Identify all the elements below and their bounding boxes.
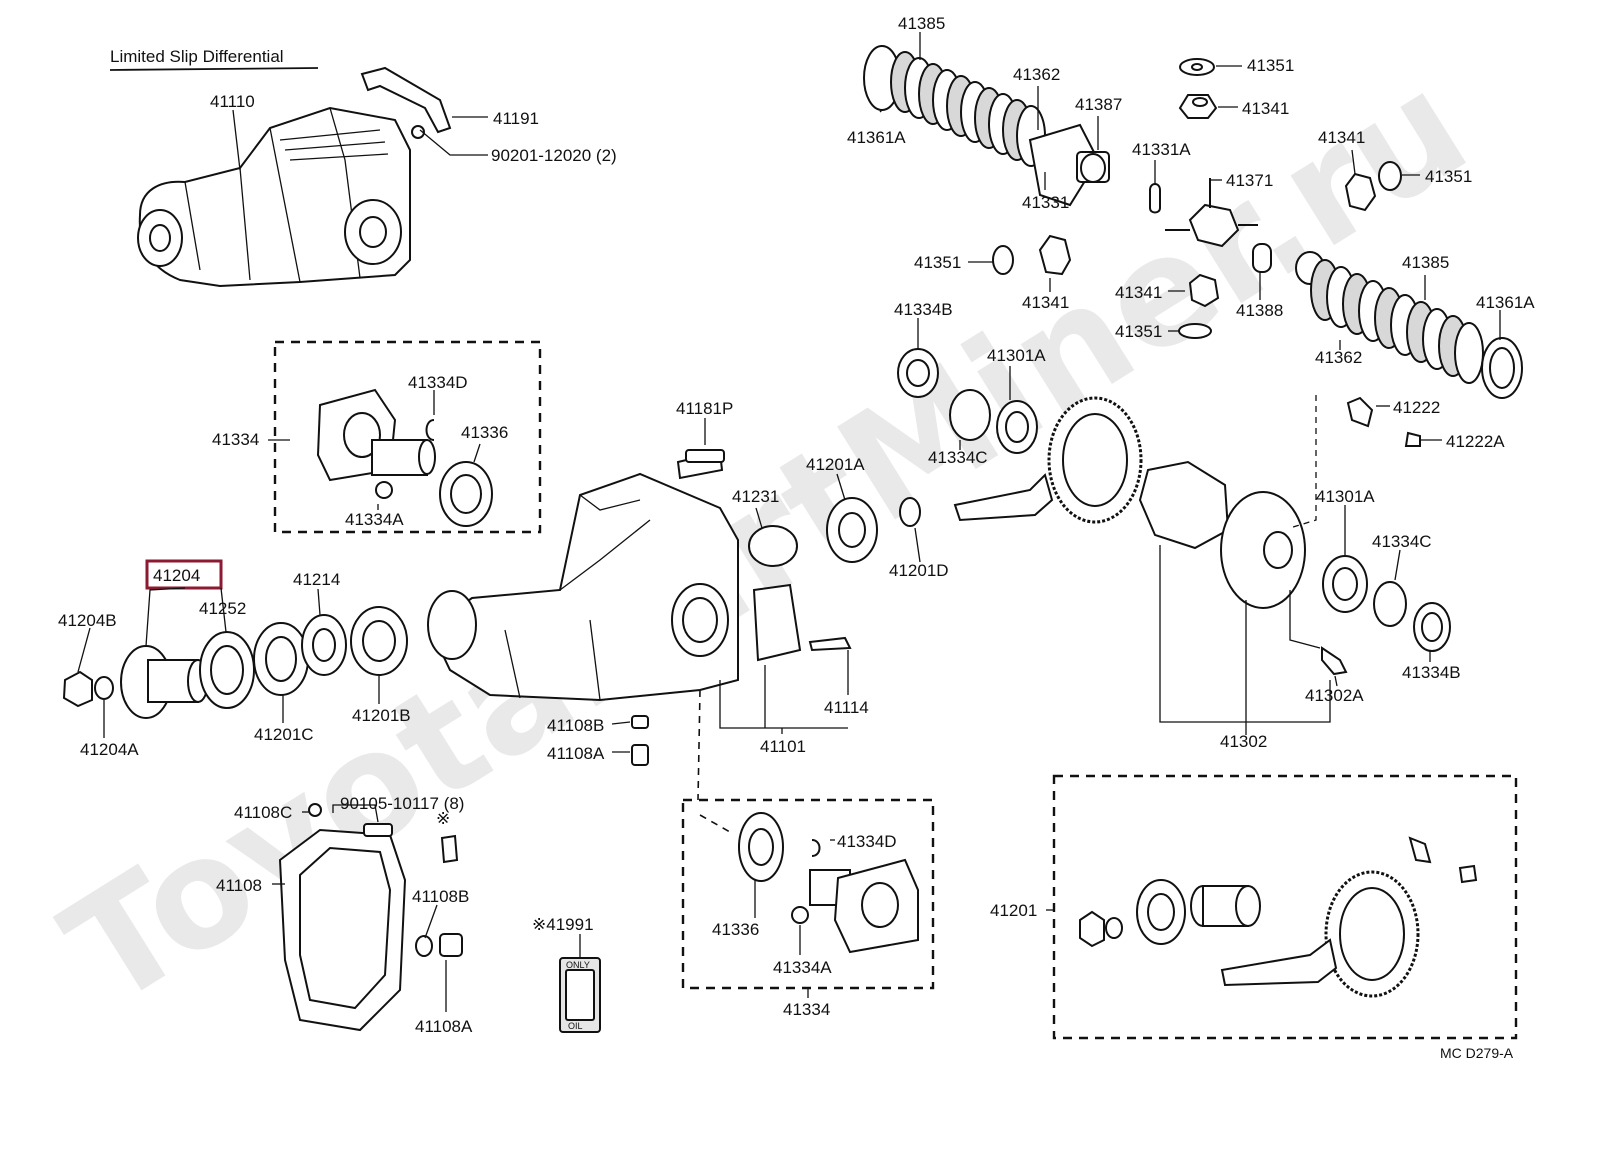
part-label-41336b: 41336: [712, 920, 759, 939]
oil-label-top: ONLY: [566, 960, 590, 970]
gear-set-41201-drawing: [1079, 836, 1478, 998]
part-label-41351a: 41351: [1247, 56, 1294, 75]
part-label-90105: 90105-10117 (8): [340, 794, 464, 813]
part-label-41222A: 41222A: [1446, 432, 1505, 451]
part-label-41252: 41252: [199, 599, 246, 618]
box-41334-upper: [273, 340, 542, 534]
box-41201: [1052, 774, 1518, 1040]
part-label-41371: 41371: [1226, 171, 1273, 190]
part-label-90201: 90201-12020 (2): [491, 146, 617, 165]
part-label-41334Bb: 41334B: [1402, 663, 1461, 682]
clutch-pack-upper-drawing: [863, 45, 1110, 207]
part-label-41334Da: 41334D: [408, 373, 468, 392]
part-labels: 41110 41191 90201-12020 (2) 41385 41362 41387…: [58, 14, 1535, 1036]
part-label-41331: 41331: [1022, 193, 1069, 212]
part-label-41388: 41388: [1236, 301, 1283, 320]
diagram-title: Limited Slip Differential: [110, 47, 284, 66]
part-label-41201A: 41201A: [806, 455, 865, 474]
part-label-41204: 41204: [153, 566, 200, 585]
part-label-41341c: 41341: [1022, 293, 1069, 312]
part-label-41334Cb: 41334C: [1372, 532, 1432, 551]
part-label-41362a: 41362: [1013, 65, 1060, 84]
part-label-41341b: 41341: [1318, 128, 1365, 147]
part-label-41222: 41222: [1393, 398, 1440, 417]
part-label-41336a: 41336: [461, 423, 508, 442]
clutch-disc: [1454, 322, 1484, 384]
part-label-41201D: 41201D: [889, 561, 949, 580]
part-label-41108Bb: 41108B: [412, 887, 469, 906]
part-label-41108: 41108: [216, 876, 262, 895]
oil-label-41991: ONLY OIL: [559, 957, 601, 1033]
side-retainer-upper-drawing: [316, 388, 493, 527]
part-label-41341d: 41341: [1115, 283, 1162, 302]
part-label-41334b: 41334: [783, 1000, 830, 1019]
part-label-41334Ba: 41334B: [894, 300, 953, 319]
part-label-41334Db: 41334D: [837, 832, 897, 851]
differential-assembly-drawing: [137, 106, 411, 288]
ring-gear-drawing: [897, 348, 1451, 676]
part-label-41201C: 41201C: [254, 725, 314, 744]
title-underline: [109, 67, 319, 71]
part-label-41301Ab: 41301A: [1316, 487, 1375, 506]
part-label-41108C: 41108C: [234, 803, 292, 822]
part-label-41334a: 41334: [212, 430, 259, 449]
part-label-41108Aa: 41108A: [547, 744, 605, 763]
carrier-housing-drawing: [427, 450, 921, 702]
part-label-41331A: 41331A: [1132, 140, 1191, 159]
footer-code: MC D279-A: [1440, 1045, 1514, 1061]
part-label-41108Ab: 41108A: [415, 1017, 473, 1036]
part-label-41108Ba: 41108B: [547, 716, 604, 735]
companion-flange-drawing: [62, 449, 725, 719]
part-label-41114: 41114: [824, 698, 869, 717]
part-label-41110: 41110: [210, 92, 255, 111]
part-label-41361Aa: 41361A: [847, 128, 906, 147]
clutch-pack-lower-drawing: [1295, 251, 1523, 399]
part-label-41302A: 41302A: [1305, 686, 1364, 705]
part-label-41362b: 41362: [1315, 348, 1362, 367]
part-label-41302: 41302: [1220, 732, 1267, 751]
part-label-41341a: 41341: [1242, 99, 1289, 118]
part-label-41204B: 41204B: [58, 611, 117, 630]
part-label-41204A: 41204A: [80, 740, 139, 759]
part-label-41334Aa: 41334A: [345, 510, 404, 529]
part-label-41385a: 41385: [898, 14, 945, 33]
part-label-41201: 41201: [990, 901, 1037, 920]
part-label-41181P: 41181P: [676, 399, 733, 418]
oil-label-bottom: OIL: [568, 1021, 583, 1031]
part-label-41334Ca: 41334C: [928, 448, 988, 467]
rear-cover-drawing: [278, 715, 649, 1032]
part-label-41101: 41101: [760, 737, 806, 756]
side-retainer-lower-drawing: [738, 812, 919, 954]
part-label-41231: 41231: [732, 487, 779, 506]
part-label-41191: 41191: [493, 109, 539, 128]
part-label-41351b: 41351: [1425, 167, 1472, 186]
leader-lines: [77, 32, 1501, 1012]
part-label-41201B: 41201B: [352, 706, 411, 725]
pinion-parts-drawing: [992, 58, 1402, 339]
part-label-41351d: 41351: [1115, 322, 1162, 341]
bracket-41191-drawing: [360, 66, 452, 139]
part-label-41387: 41387: [1075, 95, 1122, 114]
part-label-41334Ab: 41334A: [773, 958, 832, 977]
part-label-41351c: 41351: [914, 253, 961, 272]
part-label-41385b: 41385: [1402, 253, 1449, 272]
part-label-note: ※: [436, 809, 450, 828]
part-label-41361Ab: 41361A: [1476, 293, 1535, 312]
part-label-41214: 41214: [293, 570, 340, 589]
part-label-41301Aa: 41301A: [987, 346, 1046, 365]
part-label-41991: ※41991: [532, 915, 594, 934]
